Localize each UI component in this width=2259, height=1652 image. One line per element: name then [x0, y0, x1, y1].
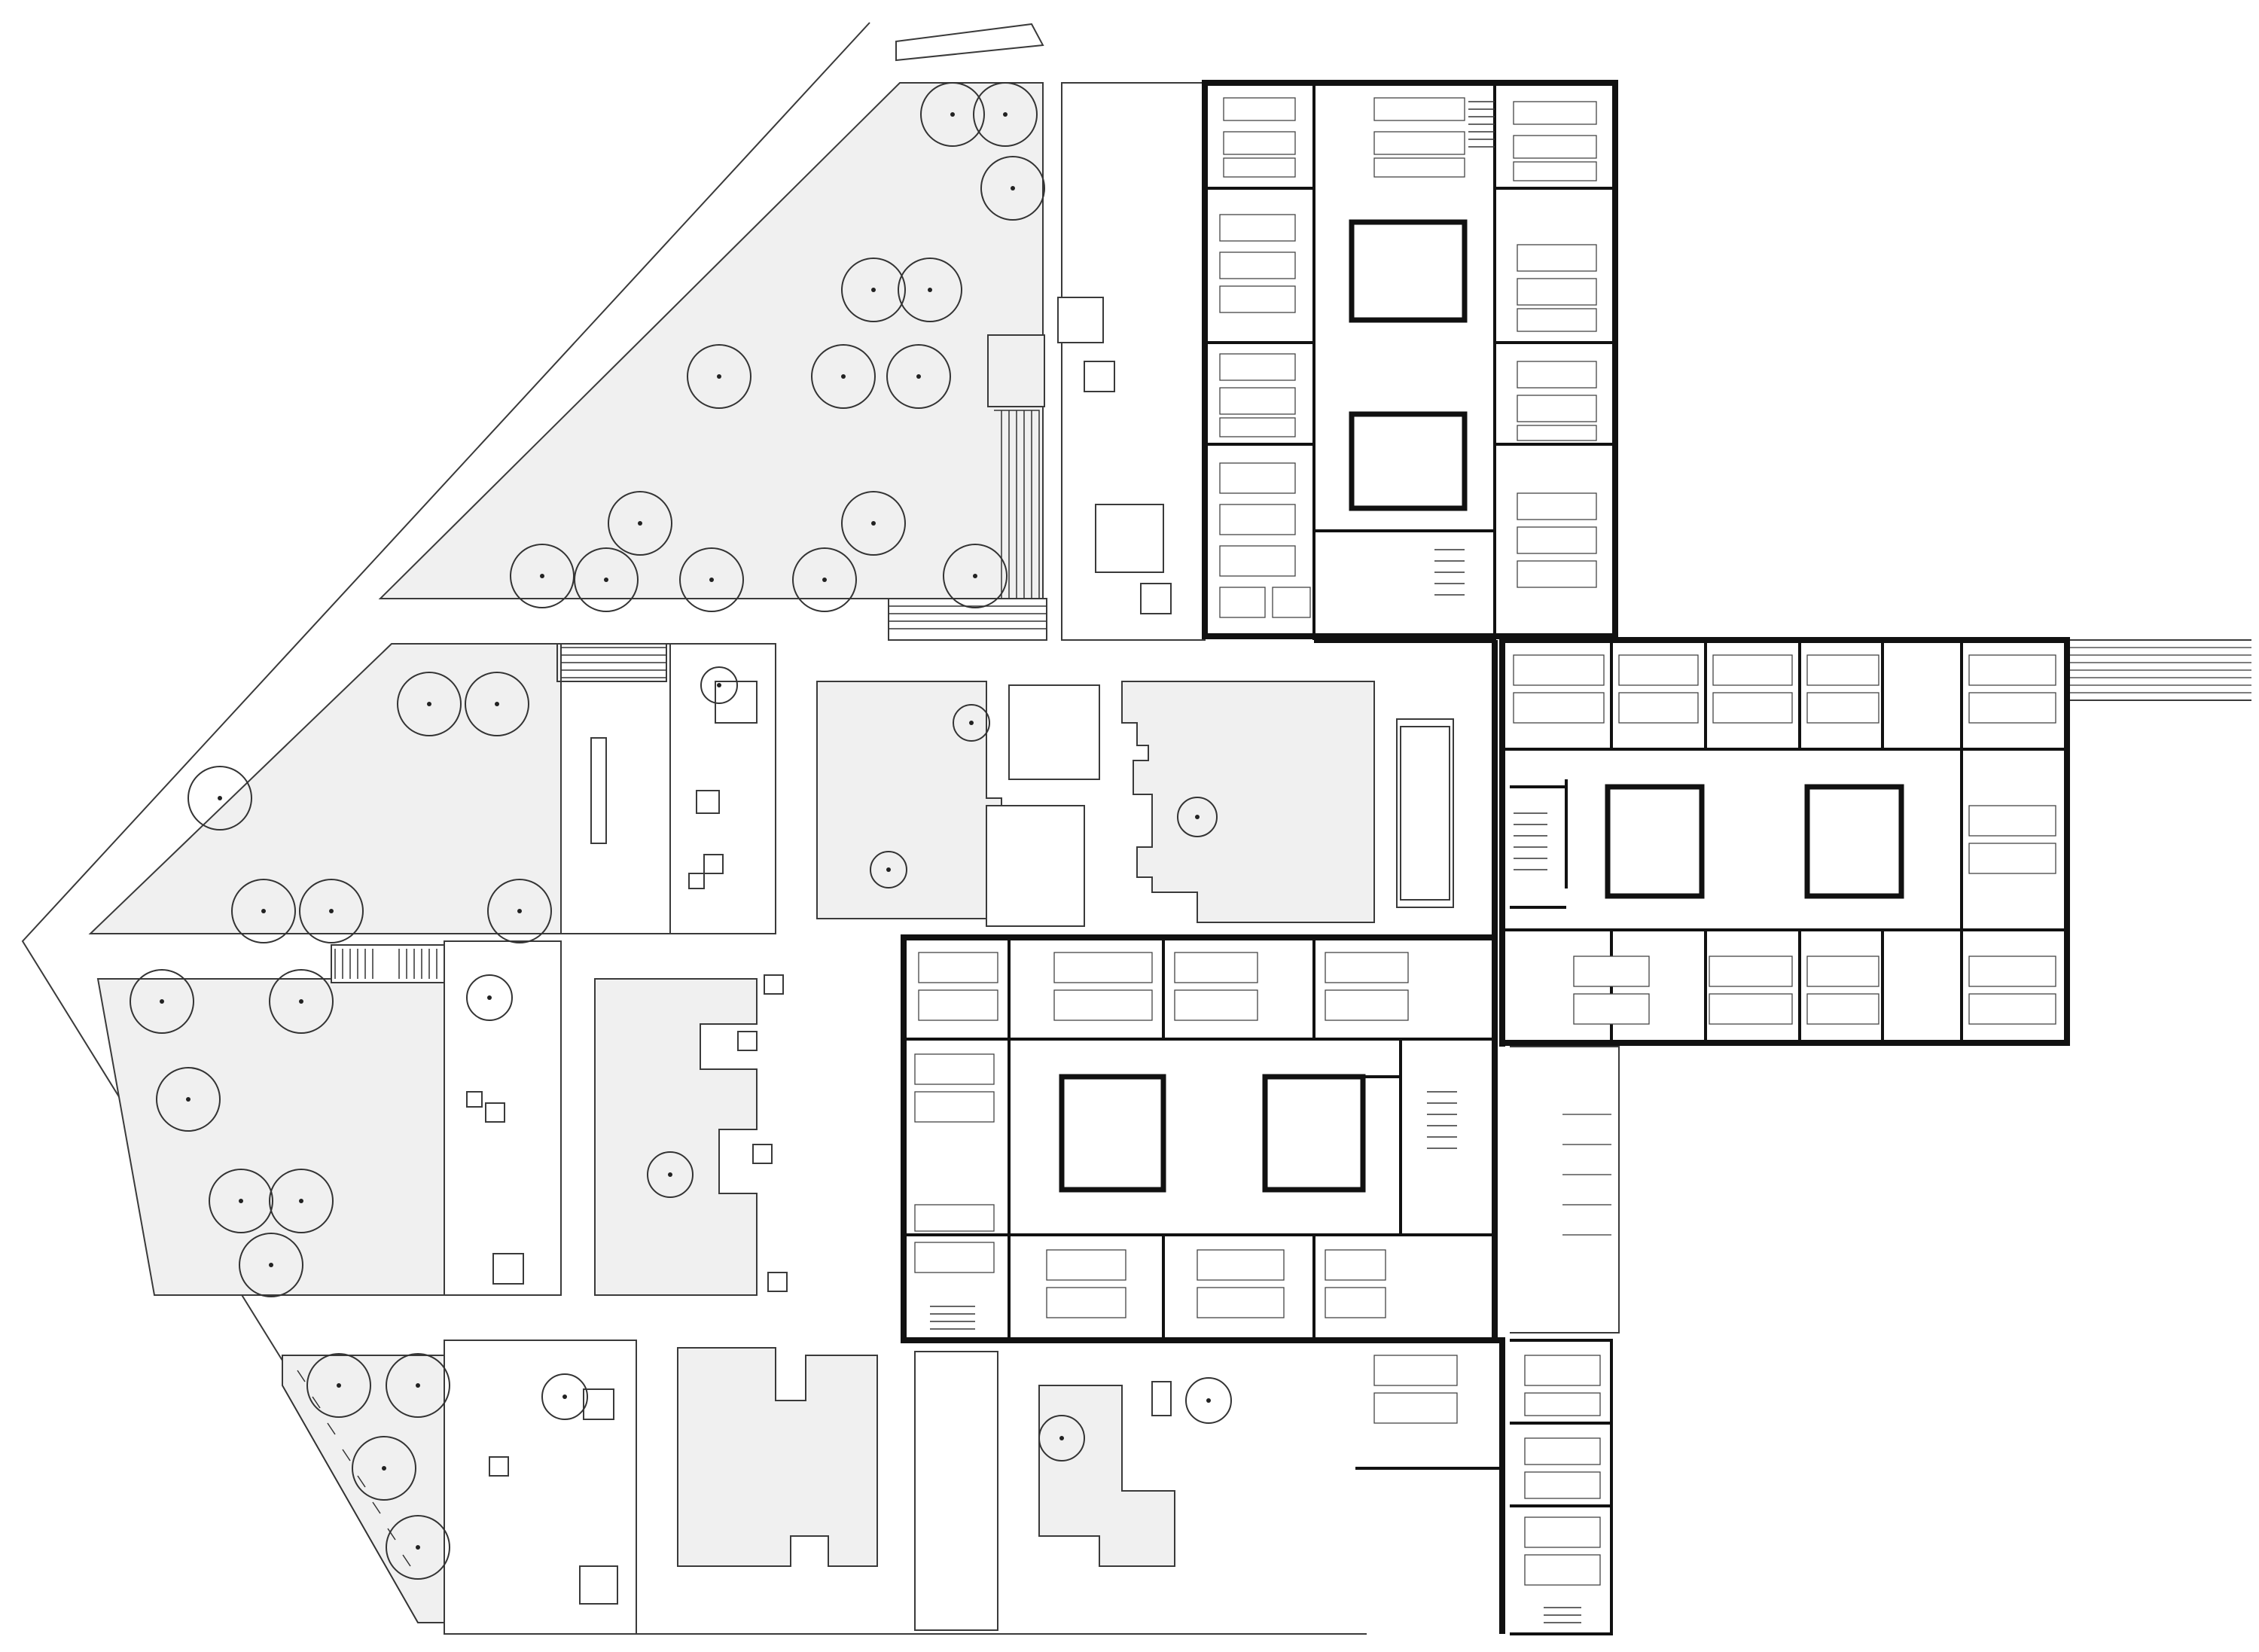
upper-garden — [378, 82, 1206, 641]
play-area — [444, 940, 788, 1296]
central-courtyard-landscape — [556, 643, 1454, 934]
building-center-block — [901, 934, 1613, 1635]
south-garden — [282, 1340, 1175, 1635]
west-garden — [88, 643, 562, 1296]
classroom-desks — [914, 97, 2056, 1586]
building-north-wing — [1202, 80, 1618, 640]
building-connector — [1314, 637, 1568, 1047]
trees — [130, 82, 1232, 1580]
